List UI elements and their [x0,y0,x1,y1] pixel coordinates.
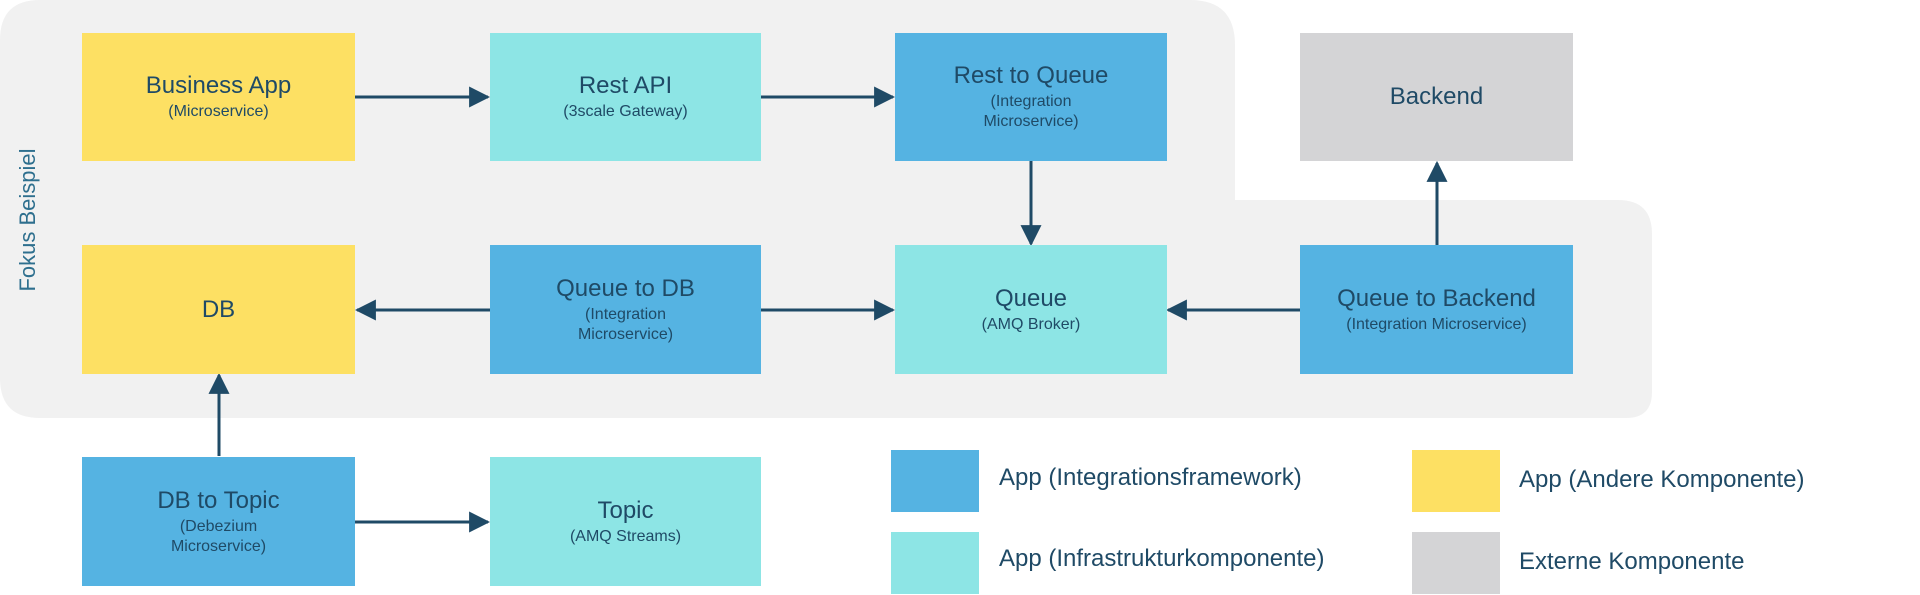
node-db: DB [82,245,355,374]
node-queue-to-backend-subtitle: (Integration Microservice) [1346,315,1527,333]
legend-label-external: Externe Komponente [1519,548,1745,575]
legend-swatch-external [1412,532,1500,594]
node-db-to-topic-subtitle: (Debezium Microservice) [170,517,267,555]
node-queue-subtitle: (AMQ Broker) [981,315,1081,333]
node-db-to-topic-title: DB to Topic [157,486,280,514]
legend-swatch-other [1412,450,1500,512]
node-rest-api-title: Rest API [578,72,673,99]
legend-label-other: App (Andere Komponente) [1519,466,1805,493]
node-topic-subtitle: (AMQ Streams) [569,527,682,545]
legend-label-infrastructure: App (Infrastrukturkomponente) [999,545,1325,572]
node-backend-title: Backend [1389,83,1484,110]
node-rest-to-queue-subtitle: (Integration Microservice) [983,93,1079,130]
node-queue-to-db: Queue to DB (Integration Microservice) [490,245,761,374]
node-rest-to-queue: Rest to Queue (Integration Microservice) [895,33,1167,161]
node-db-to-topic: DB to Topic (Debezium Microservice) [82,457,355,586]
node-backend: Backend [1300,33,1573,161]
node-business-app-subtitle: (Microservice) [168,103,269,120]
node-topic: Topic (AMQ Streams) [490,457,761,586]
node-queue-to-db-subtitle: (Integration Microservice) [577,305,674,343]
legend-swatch-integration [891,450,979,512]
node-rest-api-subtitle: (3scale Gateway) [563,103,688,120]
legend-swatch-infrastructure [891,532,979,594]
node-business-app-title: Business App [145,72,292,99]
node-rest-api: Rest API (3scale Gateway) [490,33,761,161]
node-queue-title: Queue [994,284,1068,312]
node-queue: Queue (AMQ Broker) [895,245,1167,374]
node-queue-to-backend-title: Queue to Backend [1337,284,1536,312]
node-queue-to-backend: Queue to Backend (Integration Microservi… [1300,245,1573,374]
node-topic-title: Topic [597,496,654,524]
node-rest-to-queue-title: Rest to Queue [953,62,1109,89]
node-business-app: Business App (Microservice) [82,33,355,161]
node-queue-to-db-title: Queue to DB [556,274,695,302]
legend-label-integration: App (Integrationsframework) [999,464,1302,491]
node-db-title: DB [201,295,236,323]
